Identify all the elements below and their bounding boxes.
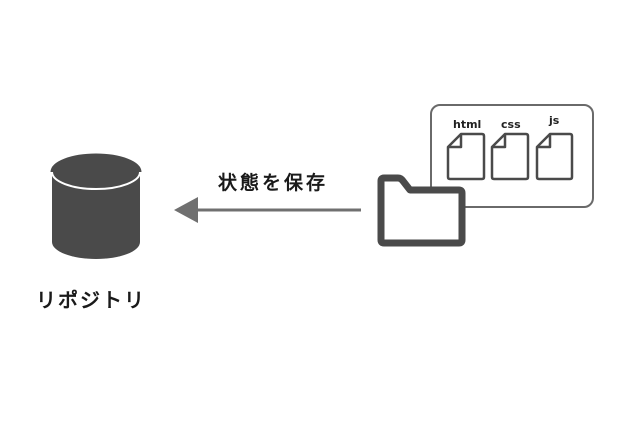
file-label-html: html [453,118,482,131]
file-icon [535,132,574,181]
folder-icon [377,174,466,247]
file-label-css: css [501,118,521,131]
file-icon [446,132,486,181]
save-state-label: 状態を保存 [218,172,329,194]
database-icon [50,153,142,259]
file-icon [490,132,530,181]
repository-label: リポジトリ [36,288,146,312]
file-label-js: js [549,114,560,127]
arrow-left [174,197,361,223]
